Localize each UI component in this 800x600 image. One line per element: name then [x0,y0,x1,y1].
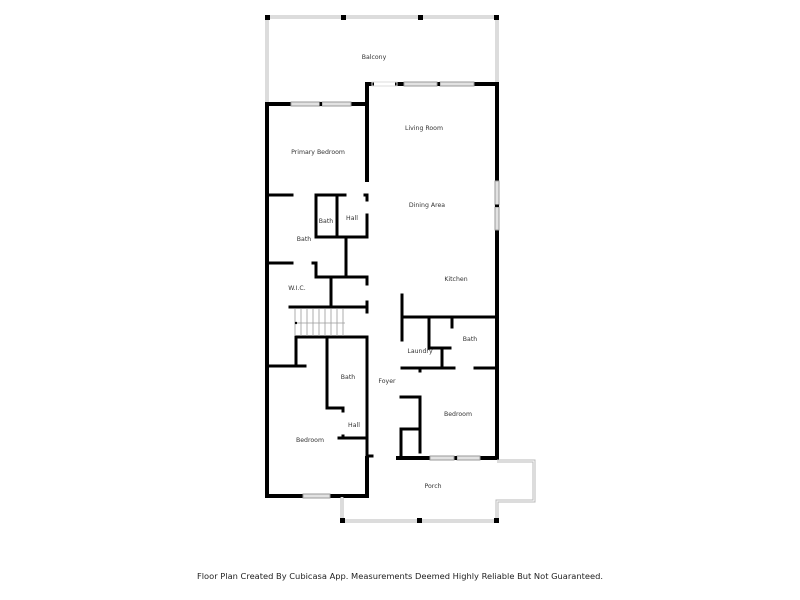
windows [290,81,500,499]
exterior-walls [265,82,499,498]
interior-walls [265,102,499,460]
room-label-bath-primary-small: Bath [319,218,333,225]
room-label-balcony: Balcony [362,54,387,61]
footer-disclaimer: Floor Plan Created By Cubicasa App. Meas… [196,571,604,581]
room-label-wic: W.I.C. [288,285,305,292]
room-label-dining-area: Dining Area [409,202,445,209]
room-label-hall-lower: Hall [348,422,360,429]
room-label-hall-upper: Hall [346,215,358,222]
staircase [294,309,345,336]
room-label-bedroom-right: Bedroom [444,411,472,418]
balcony-railing [265,15,499,102]
porch-railing [340,459,536,523]
room-label-porch: Porch [424,483,441,490]
room-label-bedroom-left: Bedroom [296,437,324,444]
room-label-bath-primary: Bath [297,236,311,243]
room-label-bath-right: Bath [463,336,477,343]
room-label-primary-bedroom: Primary Bedroom [291,149,345,156]
room-label-bath-left: Bath [341,374,355,381]
room-label-foyer: Foyer [378,378,396,385]
room-label-laundry: Laundry [407,348,433,355]
room-label-living-room: Living Room [405,125,443,132]
room-label-kitchen: Kitchen [444,276,467,283]
